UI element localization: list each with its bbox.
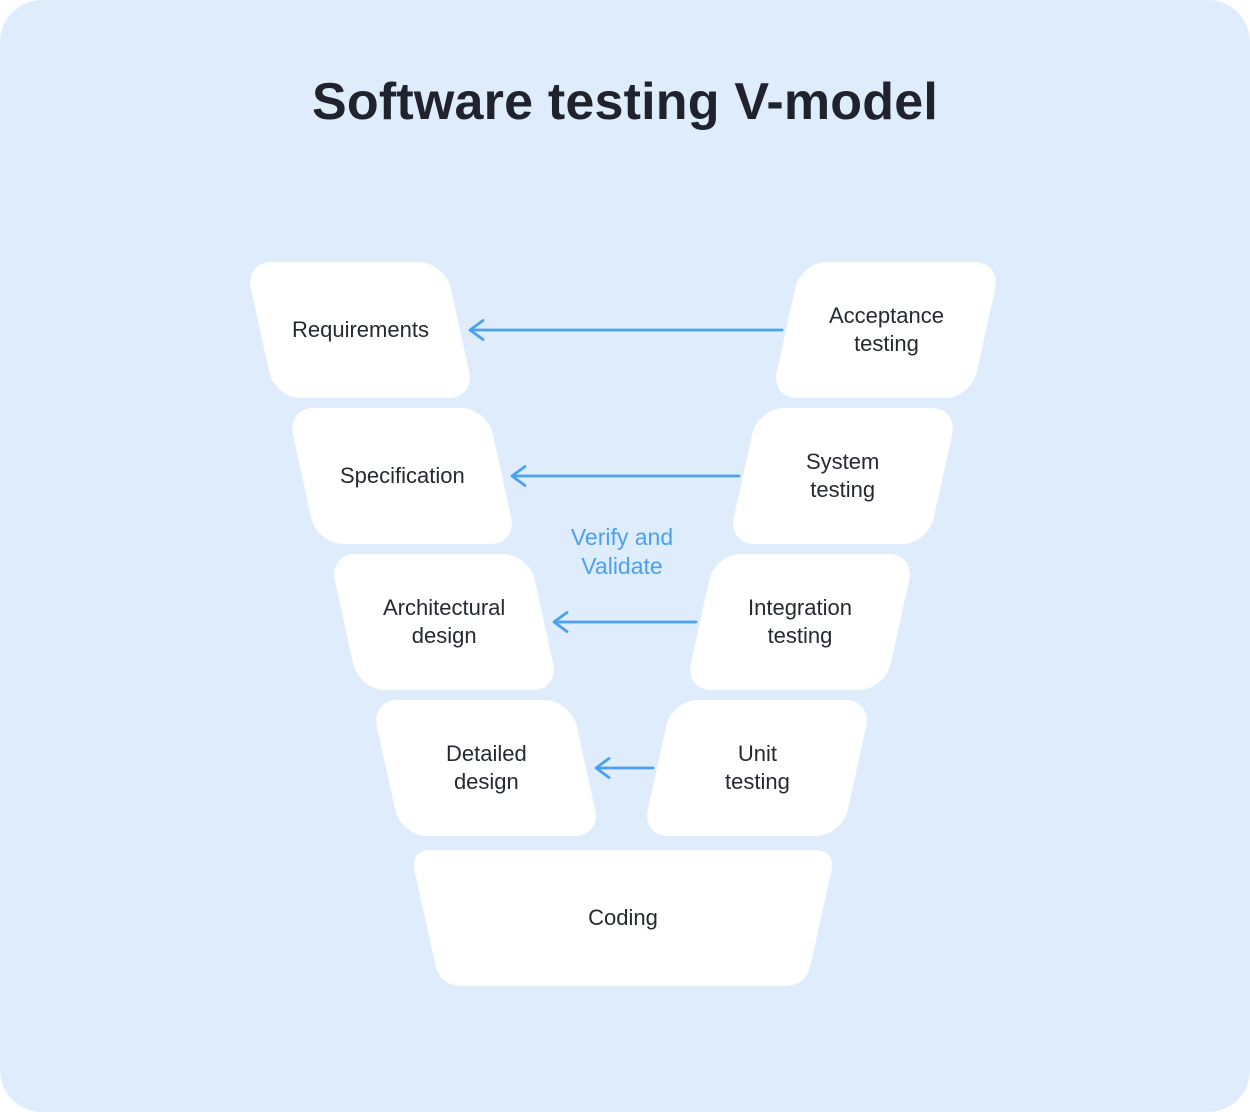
stage-specification-label: Specification <box>339 463 465 488</box>
stage-specification: Specification <box>287 408 517 544</box>
stage-system-testing: System testing <box>728 408 958 544</box>
stage-detailed-design: Detailed design <box>371 700 601 836</box>
stage-architectural-design-label: Architectural design <box>382 595 506 648</box>
arrow-integration-to-architectural <box>552 611 698 633</box>
stage-coding-label: Coding <box>588 905 658 930</box>
arrow-acceptance-to-requirements <box>468 319 784 341</box>
stage-unit-testing-label: Unit testing <box>724 741 790 794</box>
verify-validate-label: Verify and Validate <box>570 524 674 579</box>
stage-acceptance-testing-label: Acceptance testing <box>828 303 944 356</box>
stage-integration-testing-label: Integration testing <box>748 595 852 648</box>
stage-unit-testing: Unit testing <box>642 700 872 836</box>
stage-detailed-design-label: Detailed design <box>445 741 527 794</box>
stage-requirements: Requirements <box>245 262 475 398</box>
stage-requirements-label: Requirements <box>291 317 429 342</box>
stage-acceptance-testing: Acceptance testing <box>771 262 1001 398</box>
coding-trapezoid-shape <box>413 850 833 986</box>
arrow-system-to-specification <box>510 465 741 487</box>
arrow-unit-to-detailed <box>594 757 655 779</box>
stage-coding: Coding <box>410 850 836 986</box>
page-title: Software testing V-model <box>311 73 938 131</box>
stage-system-testing-label: System testing <box>806 449 880 502</box>
